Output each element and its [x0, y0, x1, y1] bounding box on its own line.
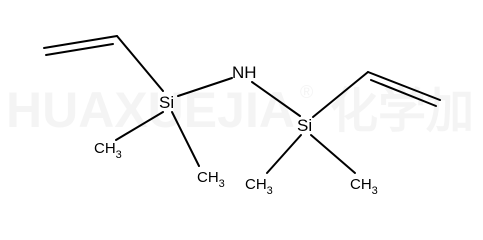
vinyl-right-single-bond: [312, 71, 369, 118]
atom-si-right: Si: [297, 116, 312, 135]
si1-methyl-bond-1: [115, 111, 164, 141]
methyl-label: CH3: [245, 176, 273, 197]
si1-nh-bond: [177, 77, 233, 97]
methyl-base: CH: [350, 176, 372, 193]
structure-canvas: HUAXUEJIA ® 化学加 Si NH Si CH3: [6, 35, 474, 197]
methyl-subscript: 3: [267, 185, 273, 197]
si2-methyl-bond-1: [266, 134, 302, 174]
nh-si2-bond: [251, 81, 301, 117]
methyl-subscript: 3: [372, 185, 378, 197]
methyl-label: CH3: [197, 169, 225, 190]
vinyl-left-double-bond-1: [43, 35, 118, 49]
methyl-label: CH3: [350, 176, 378, 197]
si2-methyl-bond-2: [310, 134, 356, 174]
atom-nh: NH: [232, 63, 257, 82]
vinyl-right-double-bond-1: [367, 71, 441, 101]
atom-labels: Si NH Si CH3 CH3 CH3 CH3: [94, 63, 378, 197]
methyl-base: CH: [197, 169, 219, 186]
watermark: HUAXUEJIA ® 化学加: [6, 82, 474, 139]
atom-si-left: Si: [159, 93, 174, 112]
vinyl-right-double-bond-2: [370, 79, 437, 107]
vinyl-left-double-bond-2: [45, 43, 114, 56]
methyl-base: CH: [245, 176, 267, 193]
methyl-subscript: 3: [116, 149, 122, 161]
bonds: [43, 35, 441, 174]
methyl-subscript: 3: [219, 178, 225, 190]
watermark-registered: ®: [300, 82, 313, 102]
vinyl-left-single-bond: [116, 35, 164, 92]
methyl-base: CH: [94, 140, 116, 157]
si1-methyl-bond-2: [171, 111, 200, 167]
methyl-label: CH3: [94, 140, 122, 161]
watermark-text: HUAXUEJIA: [6, 82, 295, 138]
